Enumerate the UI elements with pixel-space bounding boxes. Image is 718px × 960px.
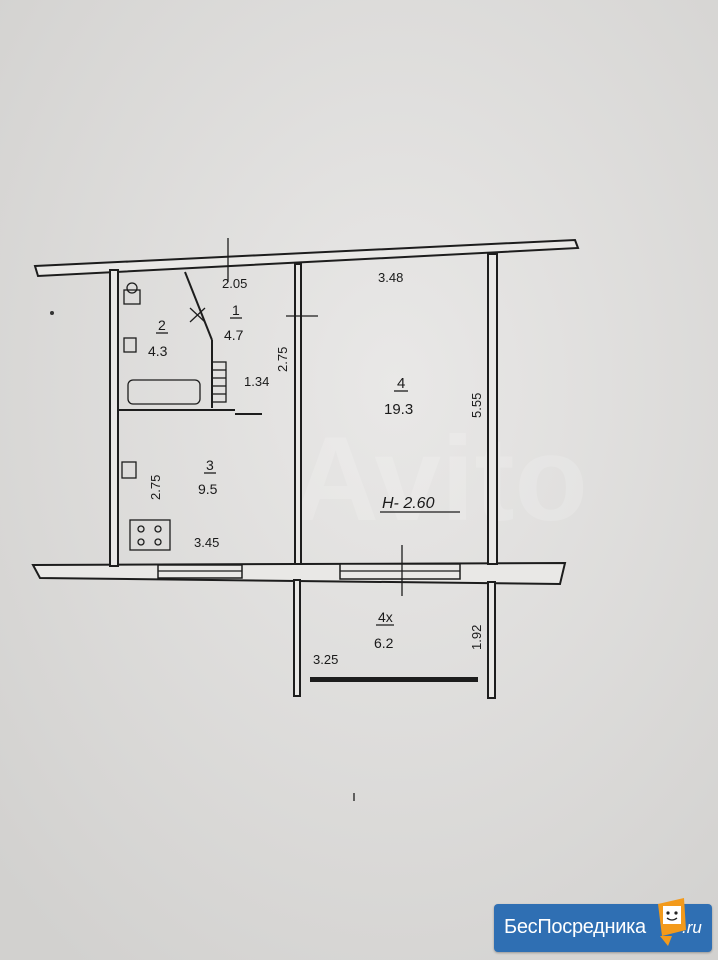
radiator-icon <box>211 361 227 403</box>
svg-text:4.7: 4.7 <box>224 327 244 343</box>
room-label-corridor: 1 4.7 <box>224 302 244 343</box>
bathtub-icon <box>127 379 201 405</box>
dim-top-room: 3.48 <box>378 270 403 285</box>
balcony-rail <box>310 677 478 682</box>
site-badge-tld: .ru <box>682 918 702 937</box>
svg-text:4.3: 4.3 <box>148 343 168 359</box>
balcony-right-wall <box>487 581 496 699</box>
svg-text:4: 4 <box>397 375 405 392</box>
dim-corridor-height: 2.75 <box>275 347 290 372</box>
room-label-kitchen: 3 9.5 <box>198 457 218 497</box>
room-label-living-room: 4 19.3 <box>384 375 413 418</box>
bath-corridor-wall <box>184 271 213 341</box>
dim-room-height: 5.55 <box>469 393 484 418</box>
dim-kitchen-width: 3.45 <box>194 535 219 550</box>
window-kitchen <box>157 564 243 579</box>
svg-text:2: 2 <box>158 317 166 333</box>
fox-mascot-icon <box>658 898 686 946</box>
sink-icon <box>123 337 137 353</box>
stove-icon <box>129 519 171 551</box>
toilet-icon <box>123 282 141 305</box>
site-badge-name: БесПосредника <box>504 916 646 938</box>
partition-wall <box>294 263 302 565</box>
room-label-balcony: 4х 6.2 <box>374 609 394 651</box>
dim-balcony-height: 1.92 <box>469 625 484 650</box>
svg-text:19.3: 19.3 <box>384 401 413 418</box>
dim-top-kitchen-bath: 2.05 <box>222 276 247 291</box>
left-wall <box>109 269 119 567</box>
watermark: Avito <box>292 412 588 546</box>
stray-mark <box>50 311 54 315</box>
kitchen-sink-icon <box>121 461 137 479</box>
svg-text:6.2: 6.2 <box>374 635 394 651</box>
bath-door-2 <box>189 307 206 323</box>
ceiling-height: H- 2.60 <box>382 495 435 512</box>
svg-text:1: 1 <box>232 302 240 318</box>
window-room <box>339 563 461 580</box>
svg-text:9.5: 9.5 <box>198 481 218 497</box>
top-exterior-wall <box>33 238 580 278</box>
dim-kitchen-height: 2.75 <box>148 475 163 500</box>
dim-balcony-width: 3.25 <box>313 652 338 667</box>
right-wall <box>487 253 498 565</box>
dim-corridor-width: 1.34 <box>244 374 269 389</box>
svg-text:3: 3 <box>206 457 214 473</box>
svg-text:4х: 4х <box>378 609 393 625</box>
site-badge[interactable]: БесПосредника .ru <box>494 898 712 952</box>
balcony-left-wall <box>293 579 301 697</box>
room-label-bathroom: 2 4.3 <box>148 317 168 359</box>
